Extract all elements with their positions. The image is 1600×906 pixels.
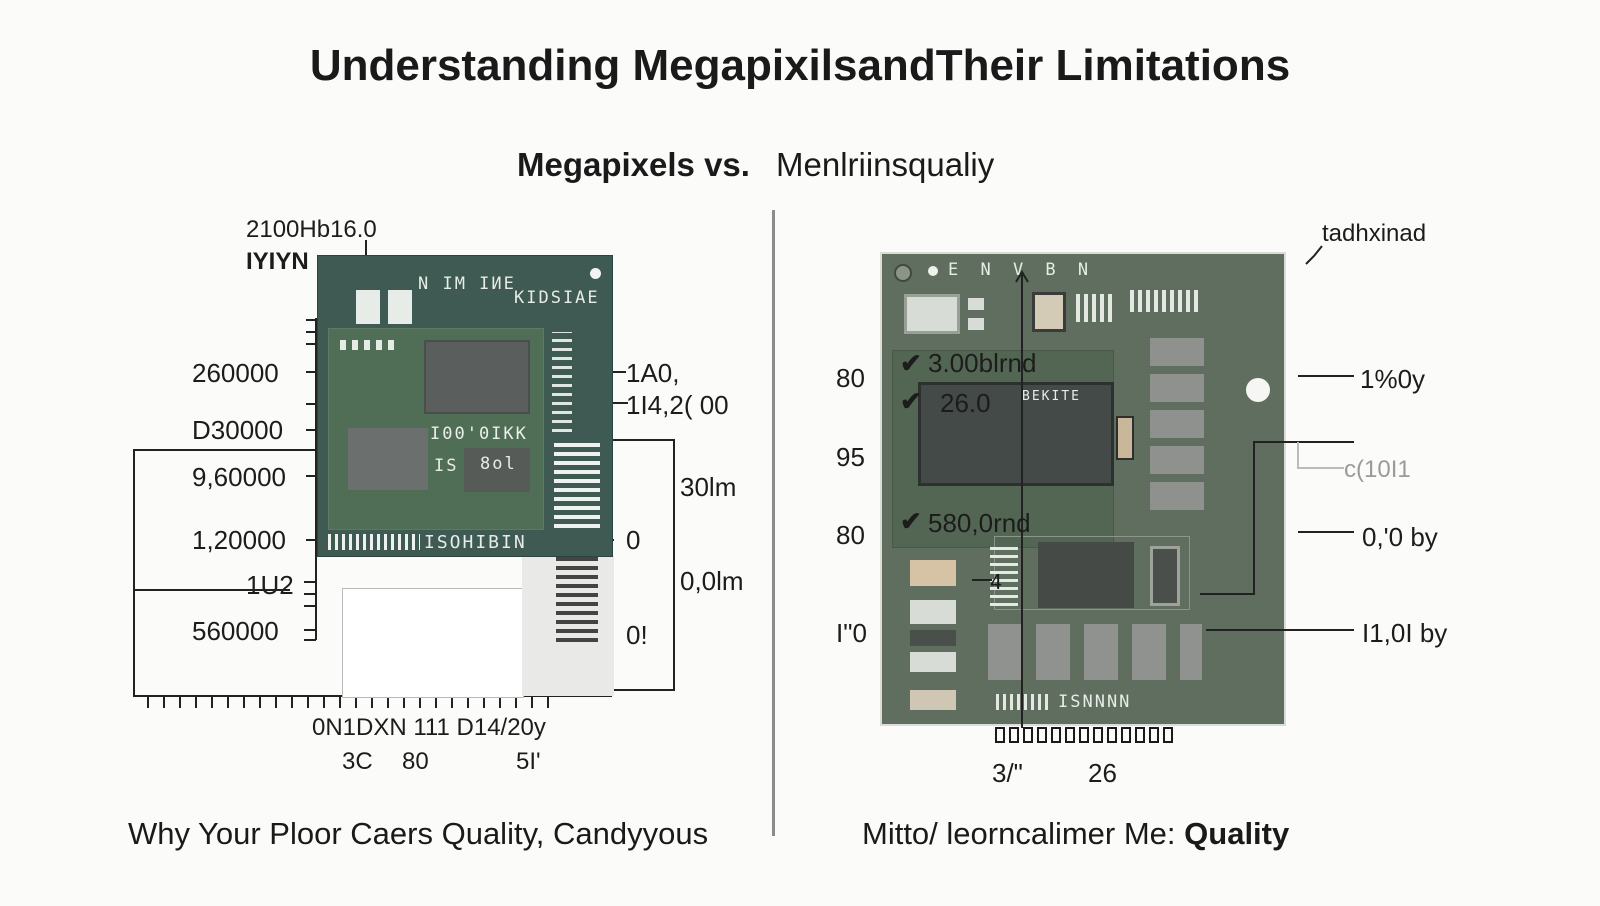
left-right-label: 0!: [626, 620, 648, 650]
chip-pad: [910, 630, 956, 646]
right-caption-bold: Quality: [1184, 816, 1290, 851]
chip-label-top: N IM IИE: [418, 274, 516, 294]
subtitle-right: Menlriinsqualiy: [776, 146, 995, 183]
right-caption-text: Mitto/ leorncalimer Me:: [862, 816, 1176, 851]
check-icon: ✔: [900, 348, 922, 378]
left-bottom-label: 5I': [516, 748, 541, 775]
left-axis-label: 260000: [192, 358, 279, 388]
center-divider: [772, 210, 775, 836]
chip-label-small: 8ol: [480, 454, 517, 474]
left-right-label: 1A0,: [626, 358, 680, 388]
chip-pad: [910, 652, 956, 672]
chip-pins: [1076, 294, 1112, 322]
chip-pad: [968, 298, 984, 310]
small-chip: [464, 448, 530, 492]
right-chip-board: E N V B N BEKITE 4 ISNNNN: [882, 254, 1284, 724]
chip-label-small: IS: [434, 456, 459, 476]
mount-hole: [894, 264, 912, 282]
left-chip-board: N IM IИE KIDSIAE I00'0IKK IS 8ol ISOHIBI…: [318, 256, 612, 556]
right-axis-label: I"0: [836, 618, 867, 648]
left-axis-label: D30000: [192, 415, 284, 445]
check-icon: ✔: [900, 386, 922, 416]
subtitle-left: Megapixels vs.: [517, 146, 750, 183]
chip-label-right: KIDSIAE: [514, 288, 600, 308]
right-right-label: 1%0y: [1360, 364, 1426, 394]
left-bottom-label: 80: [402, 748, 429, 775]
chip-label-bottom: ISNNNN: [1058, 692, 1132, 712]
right-bottom-label: 3/": [992, 758, 1023, 788]
page-title: Understanding MegapixilsandTheir Limitat…: [309, 41, 1291, 90]
left-axis-label: 1,20000: [192, 525, 286, 555]
left-right-label: 1I4,2( 00: [626, 390, 729, 420]
left-top-label-1: 2100Hb16.0: [246, 216, 377, 243]
chip-mark: 4: [990, 570, 1005, 594]
chip-pad: [1032, 292, 1066, 332]
chip-header: E N V B N: [948, 260, 1095, 280]
left-bottom-label: 0N1DXN 111 D14/20y: [312, 714, 546, 741]
right-top-note: tadhxinad: [1322, 220, 1427, 247]
left-light-panel: [342, 588, 524, 698]
resistor-stack: [1150, 338, 1204, 510]
left-axis-label: 560000: [192, 616, 279, 646]
chip-pins: [1130, 290, 1200, 312]
left-right-label: 0: [626, 525, 641, 555]
chip-stripes: [552, 332, 572, 432]
chip-pads-row: [340, 340, 396, 350]
check-icon: ✔: [900, 506, 922, 536]
memory-chip: [1038, 542, 1134, 608]
memory-chip: [348, 428, 428, 490]
chip-pins: [328, 534, 420, 550]
right-right-label: 0,'0 by: [1362, 522, 1438, 552]
capacitor: [1116, 416, 1134, 460]
chip-stripes: [990, 546, 1018, 606]
chip-label-bottom: ISOHIBIN: [424, 532, 527, 553]
left-bottom-label: 3C: [342, 748, 373, 775]
chip-label-mid: I00'0IKK: [430, 424, 528, 444]
small-chip: [1150, 546, 1180, 606]
chip-pad: [356, 290, 380, 324]
chip-pad: [904, 294, 960, 334]
board-dot: [928, 266, 938, 276]
right-right-label: c(10I1: [1344, 456, 1411, 483]
processor-chip: [918, 382, 1114, 486]
left-top-label-2: IYIYN: [246, 248, 309, 275]
right-axis-label: 80: [836, 363, 865, 393]
chip-pad: [388, 290, 412, 324]
chip-pad: [910, 690, 956, 710]
board-hole: [1246, 378, 1270, 402]
processor-chip: [424, 340, 530, 414]
left-right-label: 30lm: [680, 472, 737, 502]
chip-pad: [910, 600, 956, 624]
right-bottom-label: 26: [1088, 758, 1117, 788]
chip-pad: [910, 560, 956, 586]
check-label: 26.0: [940, 388, 991, 418]
right-axis-label: 95: [836, 442, 865, 472]
right-right-label: I1,0I by: [1362, 618, 1448, 648]
chip-stripes: [554, 440, 600, 528]
chip-pins: [996, 694, 1052, 710]
right-axis-label: 80: [836, 520, 865, 550]
check-label: 580,0rnd: [928, 508, 1031, 538]
left-caption: Why Your Ploor Caers Quality, Candyyous: [128, 816, 709, 851]
left-stripe-column: [556, 556, 598, 642]
left-axis-label: 1U2: [246, 570, 294, 600]
right-caption: Mitto/ leorncalimer Me: Quality: [862, 818, 1289, 849]
left-axis-label: 9,60000: [192, 462, 286, 492]
left-right-label: 0,0lm: [680, 566, 744, 596]
chip-pad: [968, 318, 984, 330]
check-label: 3.00blrnd: [928, 348, 1037, 378]
board-hole: [590, 268, 601, 279]
chip-mark: BEKITE: [1022, 389, 1081, 404]
chip-row: [988, 624, 1202, 680]
